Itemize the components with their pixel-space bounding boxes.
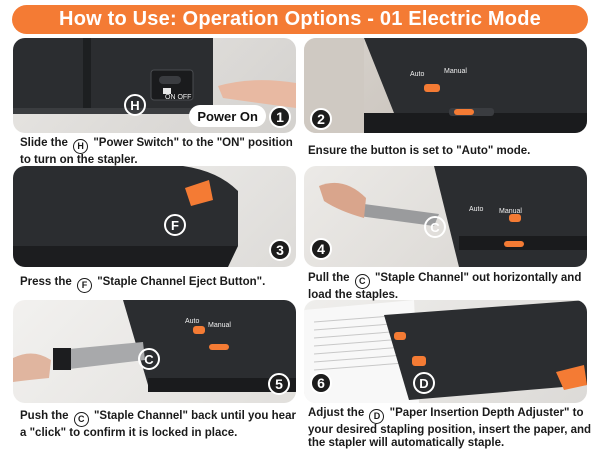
step-2-image: Auto Manual 2 [304,38,587,133]
caption-text: "Paper Insertion Depth Adjuster" to your… [308,407,592,449]
step-number-6: 6 [310,372,332,394]
badge-d: D [413,372,435,394]
switch-off-label: OFF [177,94,192,101]
stapler-eject-button-illustration [13,166,238,267]
badge-f: F [164,214,186,236]
step-5-image: Auto Manual C 5 [13,300,296,403]
step-1-image: ON OFF H Power On 1 [13,38,296,133]
caption-letter-c: C [354,274,370,289]
badge-h: H [124,94,146,116]
caption-text: Push the [20,410,69,422]
step-1-caption: Slide the H "Power Switch" to the "ON" p… [20,137,300,167]
caption-text: "Staple Channel" out horizontally and lo… [308,272,582,301]
step-3-caption: Press the F "Staple Channel Eject Button… [20,276,300,293]
step-6-image: D 6 [304,300,587,403]
step-number-4: 4 [310,238,332,260]
auto-label: Auto [185,318,200,325]
caption-text: Slide the [20,137,68,149]
stapler-mode-switch-illustration [304,38,587,133]
step-3-image: F 3 [13,166,296,267]
caption-text: "Staple Channel" back until you hear a "… [20,410,296,439]
manual-label: Manual [499,208,522,215]
caption-text: Pull the [308,272,350,284]
stapler-depth-adjuster-illustration [304,300,587,403]
step-number-5: 5 [268,373,290,395]
page-title: How to Use: Operation Options - 01 Elect… [12,5,588,34]
auto-label: Auto [410,71,425,78]
caption-text: Adjust the [308,407,365,419]
step-2-caption: Ensure the button is set to "Auto" mode. [308,145,531,157]
auto-label: Auto [469,206,484,213]
caption-text: Press the [20,276,72,288]
manual-label: Manual [208,322,231,329]
step-6-caption: Adjust the D "Paper Insertion Depth Adju… [308,407,593,450]
step-number-2: 2 [310,108,332,130]
step-number-1: 1 [269,106,291,128]
step-number-3: 3 [269,239,291,261]
stapler-push-channel-illustration [13,300,296,392]
caption-letter-h: H [73,139,89,154]
stapler-power-switch-illustration [13,38,296,114]
caption-letter-c: C [73,412,89,427]
caption-text: "Power Switch" to the "ON" position to t… [20,137,293,166]
badge-c: C [424,216,446,238]
caption-letter-f: F [76,278,92,293]
manual-label: Manual [444,68,467,75]
step-4-image: Auto Manual C 4 [304,166,587,267]
switch-on-label: ON [165,94,176,101]
caption-text: "Staple Channel Eject Button". [97,276,266,288]
power-on-tag: Power On [189,105,266,127]
step-5-caption: Push the C "Staple Channel" back until y… [20,410,300,440]
stapler-pull-channel-illustration [319,166,587,267]
step-4-caption: Pull the C "Staple Channel" out horizont… [308,272,593,302]
badge-c: C [138,348,160,370]
caption-letter-d: D [369,409,385,424]
